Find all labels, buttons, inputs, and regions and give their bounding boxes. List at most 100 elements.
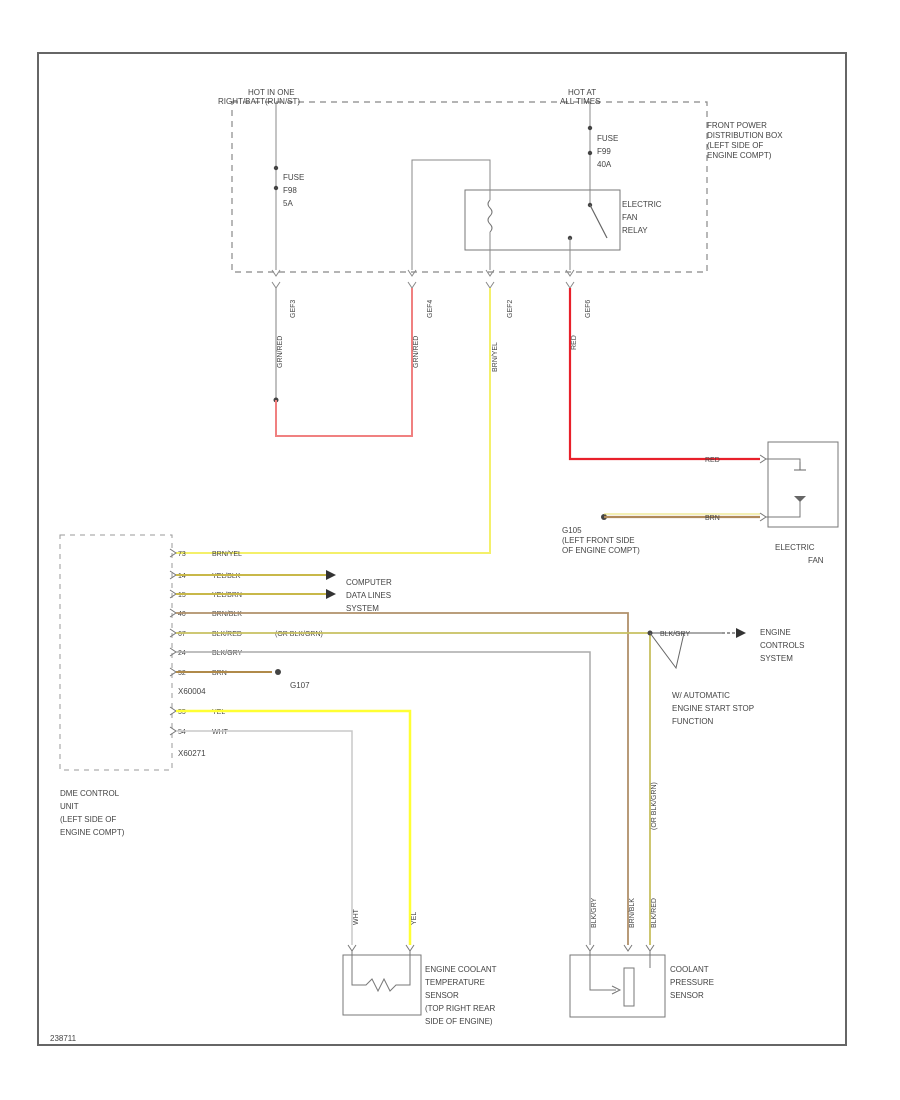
hot-at-label: HOT AT	[568, 88, 596, 97]
fuse-b-label-2: F99	[597, 147, 611, 156]
ecu-wire-73: BRN/YEL	[212, 551, 242, 558]
fan-pin-2	[759, 512, 767, 522]
ecu-name-1: DME CONTROL	[60, 789, 120, 798]
relay-coil-feed	[411, 159, 491, 270]
wire-label-red: RED	[571, 335, 578, 350]
relay-label-3: RELAY	[622, 226, 648, 235]
fuse-b-bottom-terminal	[587, 150, 593, 156]
fuse-a-top-terminal	[273, 165, 279, 171]
ground-g107-point	[275, 669, 281, 675]
ecu-wire-54: WHT	[212, 729, 229, 736]
ecu-name-4: ENGINE COMPT)	[60, 828, 125, 837]
wire-label-brn-yel: BRN/YEL	[492, 342, 499, 372]
ect-sensor-pins	[347, 944, 415, 952]
fan-wire-brn-label: BRN	[705, 515, 720, 522]
hot-in-one-label: HOT IN ONE	[248, 88, 295, 97]
ecu-pin-14: 14	[178, 573, 186, 580]
wire-brn-blk	[176, 612, 629, 945]
wire-wht	[176, 730, 353, 945]
pdb-label-1: FRONT POWER	[707, 121, 767, 130]
ect-label-5: SIDE OF ENGINE)	[425, 1017, 493, 1026]
wire-label-grn-red-2: GRN/RED	[413, 336, 420, 368]
cps-wire-label-2: BRN/BLK	[629, 898, 636, 928]
fan-wire-red-label: RED	[705, 457, 720, 464]
ecu-pin-52: 52	[178, 670, 186, 677]
computer-data-label-1: COMPUTER	[346, 578, 392, 587]
thermistor-icon	[351, 951, 411, 993]
ecu-pin-15: 15	[178, 592, 186, 599]
wire-label-grn-red-1: GRN/RED	[277, 336, 284, 368]
ecu-wire-15: YEL/BRN	[212, 592, 242, 599]
ecu-wire-52: BRN	[212, 670, 227, 677]
fan-motor-lead-2	[766, 500, 801, 518]
pdb-pin-label-4: GEF6	[585, 300, 592, 318]
relay-switch-blade	[589, 204, 608, 239]
engine-controls-label-2: CONTROLS	[760, 641, 804, 650]
computer-data-label-3: SYSTEM	[346, 604, 379, 613]
relay-coil-icon	[487, 199, 493, 233]
figure-id: 238711	[50, 1034, 77, 1043]
relay-label-2: FAN	[622, 213, 638, 222]
cps-label-2: PRESSURE	[670, 978, 714, 987]
wire-blk-gry	[176, 651, 591, 945]
ect-label-4: (TOP RIGHT REAR	[425, 1004, 495, 1013]
ground-g107-label: G107	[290, 681, 310, 690]
hot-in-one-sub-label: RIGHT/BATT(RUN/ST)	[218, 97, 300, 106]
ect-label-2: TEMPERATURE	[425, 978, 485, 987]
computer-data-label-2: DATA LINES	[346, 591, 391, 600]
cps-label-1: COOLANT	[670, 965, 709, 974]
dme-control-unit-box	[59, 534, 173, 771]
ect-sensor-box	[342, 954, 422, 1016]
fuse-b-top-terminal	[587, 125, 593, 131]
ect-label-1: ENGINE COOLANT	[425, 965, 497, 974]
wire-blk-red	[176, 632, 651, 945]
ecu-connector-a: X60004	[178, 687, 206, 696]
ect-wire-wht-label: WHT	[353, 908, 360, 925]
fan-pin-1	[759, 454, 767, 464]
pdb-label-3: (LEFT SIDE OF	[707, 141, 763, 150]
ect-label-3: SENSOR	[425, 991, 459, 1000]
fuse-a-label-2: F98	[283, 186, 297, 195]
electric-fan-box	[767, 441, 839, 528]
fuse-b-label-1: FUSE	[597, 134, 618, 143]
coolant-pressure-sensor-box	[569, 954, 666, 1018]
ecu-wire-67: BLK/RED	[212, 631, 242, 638]
diagram-border	[37, 52, 847, 1046]
engine-controls-arrow	[736, 628, 746, 638]
cps-wire-label-4: (OR BLK/GRN)	[651, 782, 658, 830]
ecu-wire-67-alt: (OR BLK/GRN)	[275, 631, 323, 638]
fan-label-1: ELECTRIC	[775, 543, 815, 552]
fan-motor-icon-2	[794, 496, 806, 502]
fuse-a-bottom-terminal	[273, 185, 279, 191]
power-distribution-box	[231, 101, 708, 273]
cps-wire-label-1: BLK/GRY	[591, 897, 598, 928]
ecu-pin-markers	[169, 548, 177, 736]
pdb-pin-label-2: GEF4	[427, 300, 434, 318]
auto-stop-label-2: ENGINE START STOP	[672, 704, 754, 713]
fuse-a-label-1: FUSE	[283, 173, 304, 182]
fan-label-2: FAN	[808, 556, 824, 565]
fan-motor-icon	[794, 462, 806, 471]
cps-pins	[585, 944, 655, 952]
wire-yel	[176, 709, 412, 945]
fan-relay-box	[464, 189, 621, 251]
ecu-pin-40: 40	[178, 611, 186, 618]
wire-red-fan	[568, 288, 760, 461]
pdb-pin-label-1: GEF3	[290, 300, 297, 318]
hot-at-sub-label: ALL TIMES	[560, 97, 600, 106]
pdb-connector-pins	[271, 269, 575, 289]
ecu-wire-40: BRN/BLK	[212, 611, 242, 618]
pdb-label-2: DISTRIBUTION BOX	[707, 131, 783, 140]
ecu-pin-67: 67	[178, 631, 186, 638]
ecu-wire-24: BLK/GRY	[212, 650, 243, 657]
wire-grn-red-loop	[275, 288, 413, 437]
relay-label-1: ELECTRIC	[622, 200, 662, 209]
cps-label-3: SENSOR	[670, 991, 704, 1000]
ect-wire-yel-label: YEL	[411, 912, 418, 925]
computer-data-arrow-1	[326, 570, 336, 580]
ecu-name-3: (LEFT SIDE OF	[60, 815, 116, 824]
auto-stop-label-3: FUNCTION	[672, 717, 714, 726]
ground-g105-label: G105	[562, 526, 582, 535]
ecu-pin-list: 73 BRN/YEL 14 YEL/BLK 15 YEL/BRN 40 BRN/…	[178, 551, 323, 758]
